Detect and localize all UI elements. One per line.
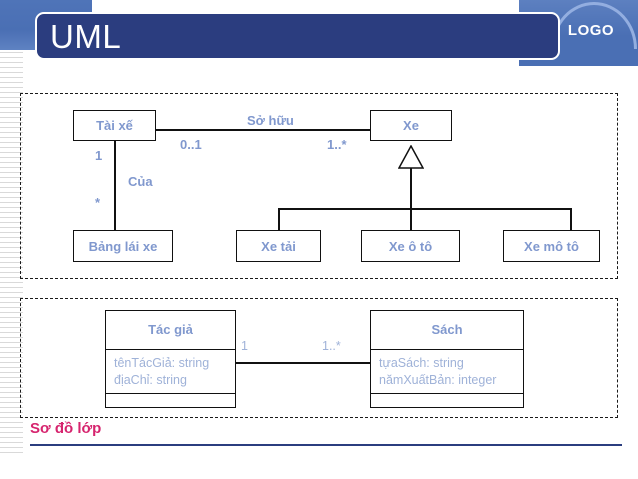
- class-box-sach[interactable]: Sách tựaSách: string nămXuấtBản: integer: [370, 310, 524, 408]
- multiplicity-owner: 0..1: [180, 137, 202, 152]
- class-operations-tac-gia: [106, 394, 235, 407]
- page-title: UML: [50, 18, 122, 55]
- class-operations-sach: [371, 394, 523, 407]
- inheritance-crossbar: [278, 208, 572, 210]
- class-box-xe-tai[interactable]: Xe tải: [236, 230, 321, 262]
- attribute-row: tựaSách: string: [379, 356, 464, 370]
- assoc-line-author-book: [236, 362, 370, 364]
- class-box-tai-xe[interactable]: Tài xế: [73, 110, 156, 141]
- assoc-label-so-huu: Sở hữu: [247, 113, 294, 128]
- class-box-label: Tài xế: [96, 118, 133, 133]
- class-name-sach: Sách: [371, 311, 523, 350]
- class-box-label: Bảng lái xe: [88, 238, 158, 254]
- inheritance-triangle-icon: [398, 145, 424, 169]
- class-box-label: Xe: [403, 118, 419, 133]
- book-diagram-region: [20, 298, 618, 418]
- left-stripe-decoration: [0, 50, 23, 455]
- class-box-label: Xe tải: [261, 238, 296, 254]
- class-name-tac-gia: Tác giả: [106, 311, 235, 350]
- slide-caption: Sơ đồ lớp: [30, 420, 102, 437]
- assoc-line-driver-license: [114, 141, 116, 230]
- class-box-xe-mo-to[interactable]: Xe mô tô: [503, 230, 600, 262]
- assoc-line-driver-vehicle: [156, 129, 370, 131]
- class-attributes-sach: tựaSách: string nămXuấtBản: integer: [371, 350, 523, 394]
- logo-label: LOGO: [567, 22, 615, 39]
- attribute-row: địaChỉ: string: [114, 373, 187, 387]
- class-box-xe-o-to[interactable]: Xe ô tô: [361, 230, 460, 262]
- caption-divider: [30, 444, 622, 446]
- class-box-label: Xe mô tô: [524, 238, 579, 254]
- inheritance-branch-motorbike: [570, 208, 572, 230]
- class-box-label: Xe ô tô: [388, 238, 433, 254]
- multiplicity-vehicle: 1..*: [327, 137, 347, 152]
- slide-title-bar: [35, 12, 560, 60]
- assoc-label-cua: Của: [128, 174, 153, 189]
- class-box-bang-lai-xe[interactable]: Bảng lái xe: [73, 230, 173, 262]
- attribute-row: nămXuấtBản: integer: [379, 373, 497, 387]
- class-box-tac-gia[interactable]: Tác giả tênTácGiả: string địaChỉ: string: [105, 310, 236, 408]
- vehicle-diagram-region: [20, 93, 618, 279]
- class-box-xe[interactable]: Xe: [370, 110, 452, 141]
- multiplicity-driver-one: 1: [95, 148, 103, 163]
- multiplicity-author: 1: [241, 339, 248, 353]
- multiplicity-license-many: *: [95, 195, 101, 210]
- multiplicity-book: 1..*: [322, 339, 341, 353]
- inheritance-branch-truck: [278, 208, 280, 230]
- inheritance-stem: [410, 168, 412, 230]
- class-attributes-tac-gia: tênTácGiả: string địaChỉ: string: [106, 350, 235, 394]
- attribute-row: tênTácGiả: string: [114, 356, 210, 370]
